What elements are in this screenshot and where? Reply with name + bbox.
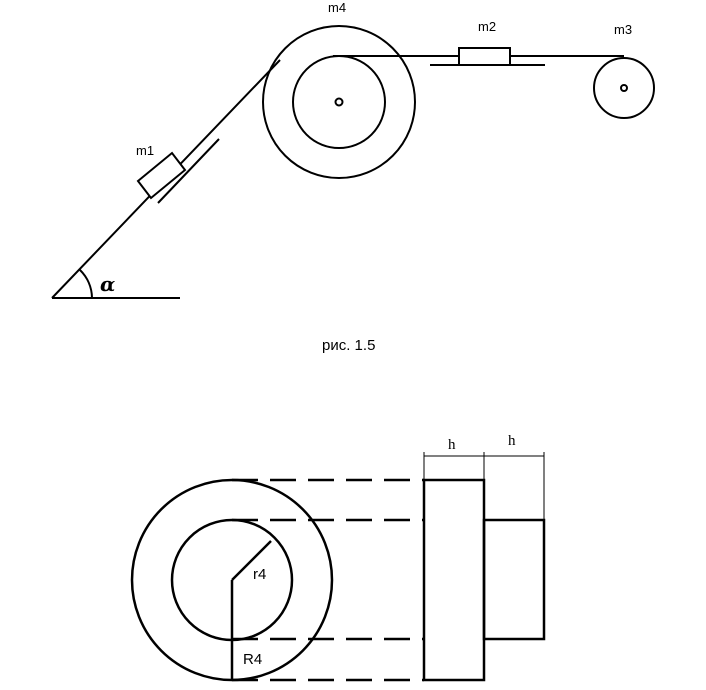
label-m2: m2 [478, 19, 496, 34]
label-m3: m3 [614, 22, 632, 37]
label-r4: r4 [253, 566, 266, 583]
m1-guide-line [157, 138, 220, 204]
label-R4: R4 [243, 651, 262, 668]
label-m4: m4 [328, 0, 346, 15]
angle-arc [79, 269, 93, 299]
block-m1 [136, 151, 187, 200]
pulley-detail-figure [130, 452, 546, 682]
label-m1: m1 [136, 143, 154, 158]
pulley-m4-axle [334, 97, 344, 107]
mechanism-figure [51, 25, 655, 299]
side-view-small-disc [482, 518, 546, 641]
label-h-left: h [448, 437, 456, 453]
block-m2 [458, 47, 511, 66]
pulley-m3 [593, 57, 655, 119]
label-h-right: h [508, 433, 516, 449]
side-view-large-disc [422, 478, 486, 682]
radius-r4-line [231, 540, 272, 581]
label-angle: α [100, 272, 115, 296]
pulley-m4-outer [262, 25, 416, 179]
pulley-m4-inner [292, 55, 386, 149]
figure-caption: рис. 1.5 [322, 337, 375, 354]
pulley-m3-axle [620, 84, 628, 92]
